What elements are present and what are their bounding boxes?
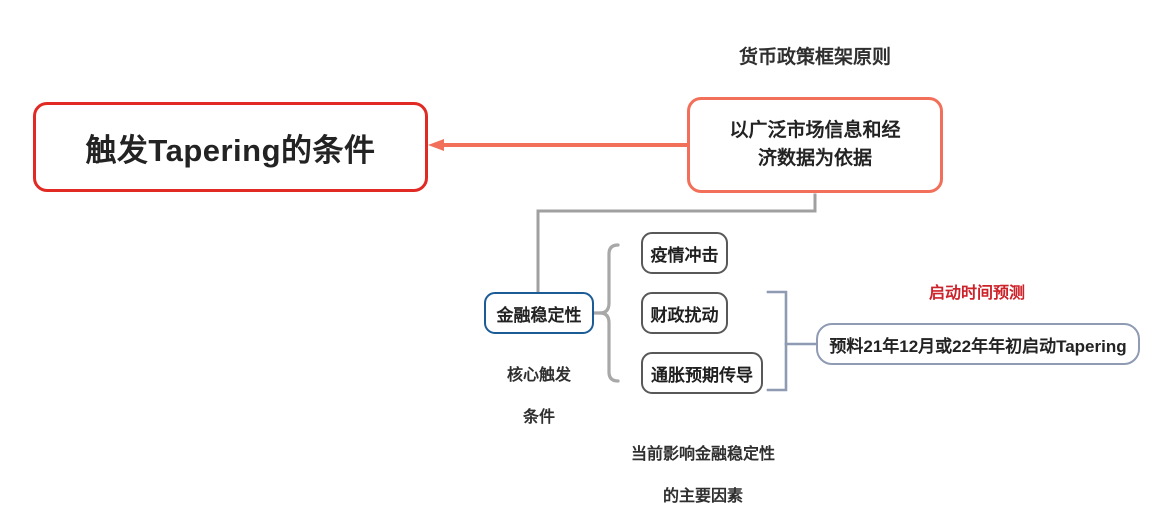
node-framework-basis[interactable]: 以广泛市场信息和经 济数据为依据 (687, 97, 943, 193)
node-financial-stability[interactable]: 金融稳定性 (484, 292, 594, 334)
factors-caption: 当前影响金融稳定性 的主要因素 (593, 423, 813, 507)
stability-caption: 核心触发 条件 (477, 344, 601, 428)
node-factor-pandemic-shock[interactable]: 疫情冲击 (641, 232, 728, 274)
framework-line-2: 济数据为依据 (757, 148, 872, 169)
forecast-bracket (766, 290, 818, 392)
factors-caption-line-1: 当前影响金融稳定性 (630, 446, 775, 464)
node-factor-inflation-expectation-transmission[interactable]: 通胀预期传导 (641, 352, 763, 394)
framework-heading: 货币政策框架原则 (738, 47, 891, 68)
forecast-heading: 启动时间预测 (928, 285, 1025, 302)
framework-line-1: 以广泛市场信息和经 (729, 120, 901, 142)
root-link (428, 139, 687, 151)
factors-caption-line-2: 的主要因素 (662, 488, 743, 506)
node-factor-fiscal-disturbance[interactable]: 财政扰动 (641, 292, 728, 334)
node-tapering-start-forecast[interactable]: 预料21年12月或22年年初启动Tapering (816, 323, 1140, 365)
framework-node-text: 以广泛市场信息和经 济数据为依据 (729, 117, 900, 172)
root-node-trigger-conditions[interactable]: 触发Tapering的条件 (33, 102, 428, 192)
stability-caption-line-2: 条件 (522, 409, 555, 427)
stability-caption-line-1: 核心触发 (506, 367, 571, 385)
